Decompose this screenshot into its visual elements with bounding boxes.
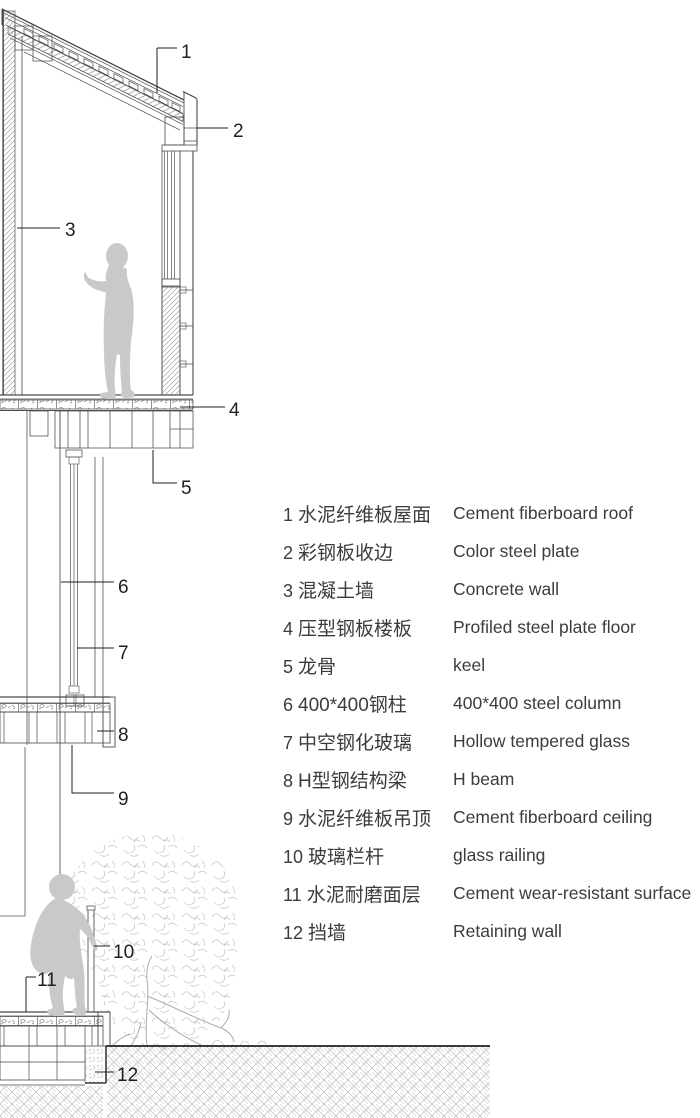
- lower-level-structure: [0, 747, 26, 917]
- legend-label-zh: 400*400钢柱: [298, 694, 407, 716]
- legend-num: 11: [283, 884, 302, 905]
- eave-edge: [161, 90, 198, 152]
- legend-num: 9: [283, 808, 294, 829]
- legend-label-zh: 龙骨: [298, 656, 337, 678]
- legend-label-zh: 压型钢板楼板: [298, 618, 413, 640]
- legend-label-en: 400*400 steel column: [453, 692, 622, 713]
- legend-label-zh: 中空钢化玻璃: [298, 732, 413, 754]
- callout-3: 3: [65, 220, 76, 241]
- leader-5: [152, 450, 177, 484]
- callout-11: 11: [37, 970, 57, 991]
- floor-slab-upper: [0, 394, 194, 411]
- legend-num: 6: [283, 694, 294, 715]
- left-concrete-wall: [2, 9, 53, 396]
- callout-4: 4: [229, 400, 240, 421]
- legend-label-en: Cement fiberboard roof: [453, 502, 633, 523]
- person-upper-head: [106, 243, 128, 269]
- wall-top-blocking: [32, 35, 53, 62]
- legend-label-en: Cement wear-resistant surface: [453, 882, 692, 903]
- legend-num: 2: [283, 542, 294, 563]
- floor-slab-mid: [0, 696, 116, 748]
- keel-framing: [29, 410, 194, 458]
- legend-label-zh: 水泥耐磨面层: [306, 884, 421, 906]
- leader-1: [156, 47, 177, 93]
- legend-label-zh: 挡墙: [308, 922, 347, 944]
- spandrel-hatch: [161, 286, 181, 396]
- legend-label-en: H beam: [453, 768, 515, 789]
- right-window-wall: [161, 151, 194, 396]
- person-lower-body: [30, 898, 98, 1016]
- callout-1: 1: [181, 42, 192, 63]
- callout-6: 6: [118, 577, 129, 598]
- window-sill: [161, 278, 181, 287]
- legend-label-en: Profiled steel plate floor: [453, 616, 636, 637]
- person-lower: [30, 874, 98, 1016]
- legend-label-zh: 混凝土墙: [298, 580, 375, 602]
- legend-label-zh: 玻璃栏杆: [308, 846, 385, 868]
- legend-label-zh: H型钢结构梁: [298, 770, 407, 792]
- ground-hatch-right: [107, 1047, 490, 1118]
- legend-num: 10: [283, 846, 304, 867]
- person-upper: [83, 243, 135, 399]
- window-glazing: [164, 151, 175, 279]
- callout-10: 10: [113, 942, 134, 963]
- callout-8: 8: [118, 725, 129, 746]
- legend-label-en: Retaining wall: [453, 920, 562, 941]
- ground-hatch-left: [0, 1086, 103, 1118]
- legend-num: 5: [283, 656, 294, 677]
- leader-9: [71, 745, 114, 794]
- legend-num: 4: [283, 618, 294, 639]
- leader-lines: [17, 47, 228, 1073]
- ground-earth: [0, 1045, 490, 1118]
- legend-label-en: Cement fiberboard ceiling: [453, 806, 653, 827]
- curtain-glass-unit: [68, 456, 80, 694]
- legend-label-en: Concrete wall: [453, 578, 560, 599]
- legend-num: 3: [283, 580, 294, 601]
- person-upper-body: [83, 265, 135, 399]
- tree-canopy: [64, 832, 240, 1055]
- legend-num: 12: [283, 922, 304, 943]
- callout-9: 9: [118, 789, 129, 810]
- legend-label-en: Color steel plate: [453, 540, 580, 561]
- legend-label-en: Hollow tempered glass: [453, 730, 631, 751]
- h-beam-end: [102, 696, 116, 748]
- person-lower-head: [49, 874, 75, 900]
- legend-num: 8: [283, 770, 294, 791]
- callout-2: 2: [233, 121, 244, 142]
- callout-5: 5: [181, 478, 192, 499]
- callout-7: 7: [118, 643, 129, 664]
- column-cap: [65, 449, 83, 458]
- retaining-wall: [84, 1045, 107, 1084]
- legend-label-en: glass railing: [453, 844, 546, 865]
- tree-trunk: [111, 955, 235, 1047]
- legend-num: 7: [283, 732, 294, 753]
- legend-label-zh: 水泥纤维板吊顶: [298, 808, 432, 830]
- callout-12: 12: [117, 1065, 138, 1086]
- leader-11: [25, 976, 36, 1012]
- roof-assembly: [1, 8, 198, 152]
- tree: [64, 832, 267, 1055]
- legend-label-en: keel: [453, 654, 486, 675]
- legend-label-zh: 彩钢板收边: [298, 542, 394, 564]
- legend-label-zh: 水泥纤维板屋面: [298, 504, 432, 526]
- legend-num: 1: [283, 504, 294, 525]
